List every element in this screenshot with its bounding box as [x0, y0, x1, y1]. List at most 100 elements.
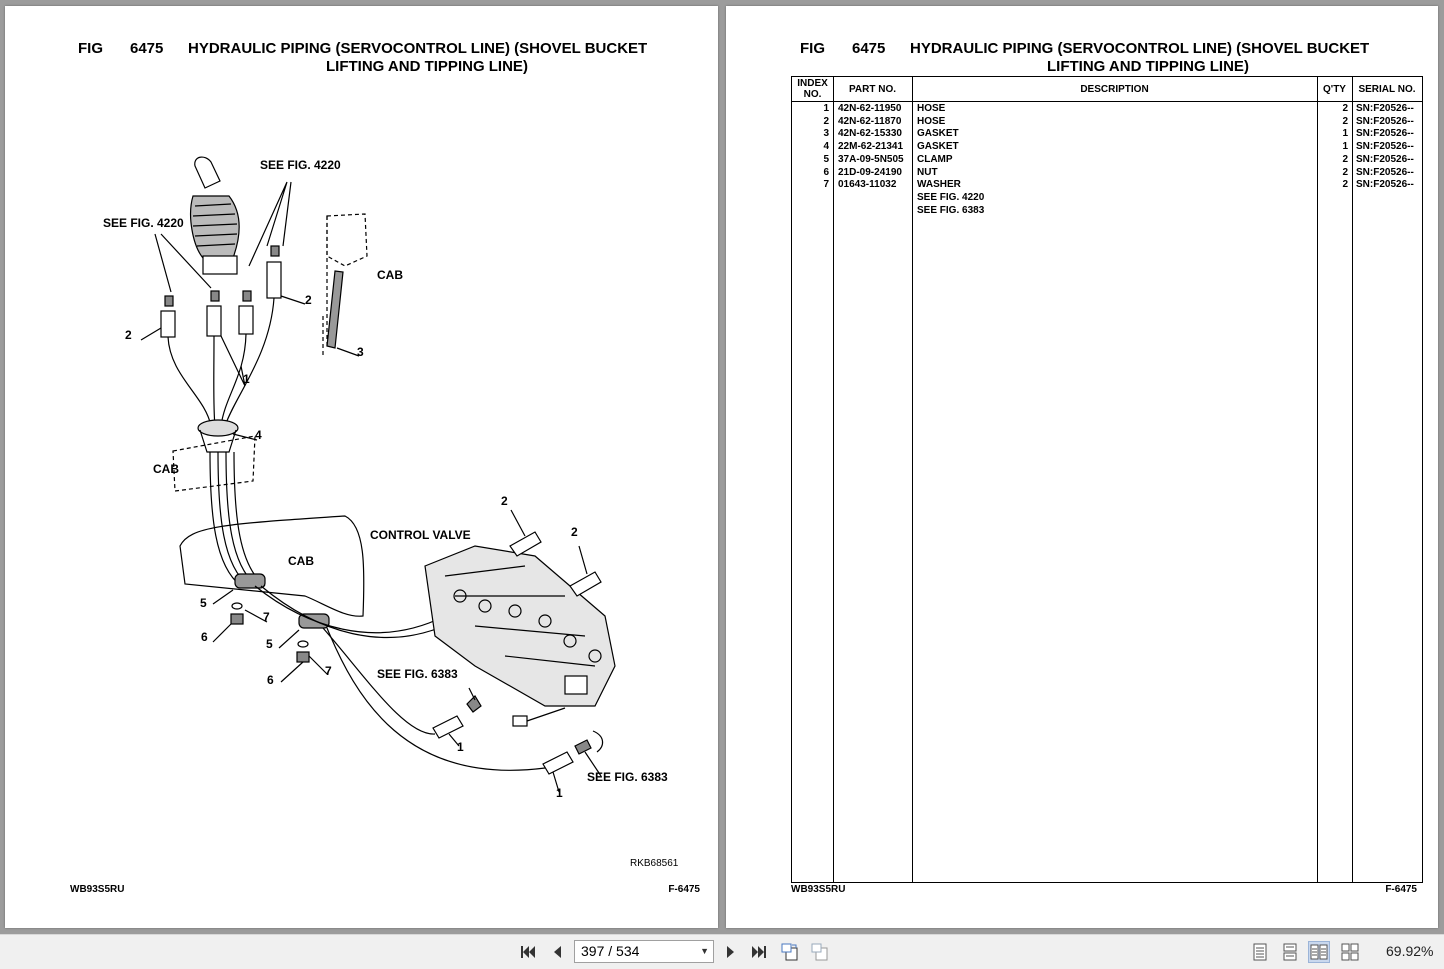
footer-model: WB93S5RU: [791, 884, 846, 895]
header-description: DESCRIPTION: [1080, 83, 1149, 95]
two-page-icon[interactable]: [1308, 941, 1330, 963]
rotate-back-icon[interactable]: [809, 941, 831, 963]
callout-2: 2: [125, 328, 132, 342]
cell-description: GASKET: [917, 128, 959, 140]
cell-part: 37A-09-5N505: [838, 153, 904, 165]
rotate-icon[interactable]: [779, 941, 801, 963]
page-number-input[interactable]: 397 / 534 ▼: [574, 940, 714, 963]
footer-page-ref: F-6475: [668, 884, 700, 895]
callout-6: 6: [201, 630, 208, 644]
cell-part: 42N-62-15330: [838, 128, 902, 140]
cell-description: HOSE: [917, 103, 946, 114]
last-page-icon[interactable]: [748, 941, 770, 963]
page-diagram: FIG 6475 HYDRAULIC PIPING (SERVOCONTROL …: [5, 6, 718, 928]
col-divider: [792, 77, 834, 882]
fig-label: FIG: [800, 40, 825, 57]
header-divider: [792, 101, 1422, 102]
fig-title-line2: LIFTING AND TIPPING LINE): [326, 58, 528, 75]
page-indicator: 397 / 534: [581, 943, 640, 959]
callout-1: 1: [457, 740, 464, 754]
col-divider: [792, 77, 913, 882]
callout-1: 1: [556, 786, 563, 800]
see-fig-4220-label-left: SEE FIG. 4220: [103, 216, 184, 230]
cell-serial: SN:F20526--: [1356, 179, 1414, 191]
cell-part: 42N-62-11870: [838, 115, 902, 127]
continuous-icon[interactable]: [1279, 941, 1301, 963]
next-page-icon[interactable]: [720, 941, 742, 963]
cell-description: WASHER: [917, 179, 961, 191]
cab-label-floor: CAB: [153, 462, 179, 476]
cell-qty: 1: [1342, 128, 1348, 140]
fig-number: 6475: [130, 40, 164, 57]
single-page-icon[interactable]: [1249, 941, 1271, 963]
cab-label-panel: CAB: [288, 554, 314, 568]
cell-index: 6: [823, 166, 829, 178]
see-fig-6383-label-right: SEE FIG. 6383: [587, 770, 668, 784]
callout-6: 6: [267, 673, 274, 687]
callout-4: 4: [255, 428, 262, 442]
drawing-id: RKB68561: [630, 858, 679, 869]
fig-number: 6475: [852, 40, 886, 57]
col-divider: [792, 77, 1318, 882]
table-row: 1 42N-62-11950 HOSE 2 SN:F20526--: [792, 103, 1422, 116]
document-viewport[interactable]: FIG 6475 HYDRAULIC PIPING (SERVOCONTROL …: [0, 0, 1444, 934]
callout-3: 3: [357, 345, 364, 359]
cell-serial: SN:F20526--: [1356, 166, 1414, 178]
cell-description: SEE FIG. 4220: [917, 191, 985, 203]
cell-index: 4: [823, 141, 829, 153]
cell-serial: SN:F20526--: [1356, 128, 1414, 140]
page-parts-list: FIG 6475 HYDRAULIC PIPING (SERVOCONTROL …: [726, 6, 1438, 928]
footer-page-ref: F-6475: [1385, 884, 1417, 895]
header-serial-no: SERIAL NO.: [1358, 83, 1416, 95]
cell-serial: SN:F20526--: [1356, 103, 1414, 114]
callout-2: 2: [501, 494, 508, 508]
header-qty: Q'TY: [1323, 83, 1346, 95]
cell-part: 42N-62-11950: [838, 103, 902, 114]
first-page-icon[interactable]: [517, 941, 539, 963]
cell-qty: 2: [1342, 153, 1348, 165]
callout-7: 7: [325, 664, 332, 678]
callout-1: 1: [243, 372, 250, 386]
control-valve-label: CONTROL VALVE: [370, 528, 471, 542]
fig-label: FIG: [78, 40, 103, 57]
cell-qty: 2: [1342, 115, 1348, 127]
zoom-level[interactable]: 69.92%: [1386, 943, 1434, 959]
cell-part: 22M-62-21341: [838, 141, 904, 153]
see-fig-4220-label-top: SEE FIG. 4220: [260, 158, 341, 172]
cell-description: SEE FIG. 6383: [917, 204, 985, 216]
see-fig-6383-label-left: SEE FIG. 6383: [377, 667, 458, 681]
cell-index: 2: [823, 115, 829, 127]
hydraulic-diagram: [140, 156, 616, 793]
table-row: 3 42N-62-15330 GASKET 1 SN:F20526--: [792, 128, 1422, 141]
table-row: 7 01643-11032 WASHER 2 SN:F20526--: [792, 179, 1422, 192]
cell-description: NUT: [917, 166, 938, 178]
cell-description: CLAMP: [917, 153, 953, 165]
prev-page-icon[interactable]: [546, 941, 568, 963]
callout-5: 5: [266, 637, 273, 651]
chevron-down-icon[interactable]: ▼: [700, 946, 709, 956]
cell-serial: SN:F20526--: [1356, 153, 1414, 165]
cell-serial: SN:F20526--: [1356, 141, 1414, 153]
cell-index: 1: [823, 103, 829, 114]
fig-title-line1: HYDRAULIC PIPING (SERVOCONTROL LINE) (SH…: [188, 40, 648, 57]
callout-5: 5: [200, 596, 207, 610]
cell-index: 3: [823, 128, 829, 140]
cell-part: 21D-09-24190: [838, 166, 902, 178]
table-row: 5 37A-09-5N505 CLAMP 2 SN:F20526--: [792, 154, 1422, 167]
parts-table: INDEX NO. PART NO. DESCRIPTION Q'TY SERI…: [791, 76, 1423, 883]
header-index: INDEX NO.: [797, 78, 828, 100]
two-page-continuous-icon[interactable]: [1339, 941, 1361, 963]
cell-qty: 2: [1342, 179, 1348, 191]
cell-serial: SN:F20526--: [1356, 115, 1414, 127]
table-row: SEE FIG. 4220: [792, 192, 1422, 205]
cell-qty: 2: [1342, 103, 1348, 114]
cell-qty: 1: [1342, 141, 1348, 153]
cell-index: 5: [823, 153, 829, 165]
cell-part: 01643-11032: [838, 179, 897, 191]
viewer-toolbar: 397 / 534 ▼ 69.92%: [0, 934, 1444, 969]
cell-index: 7: [823, 179, 829, 191]
fig-title-line2: LIFTING AND TIPPING LINE): [1047, 58, 1249, 75]
